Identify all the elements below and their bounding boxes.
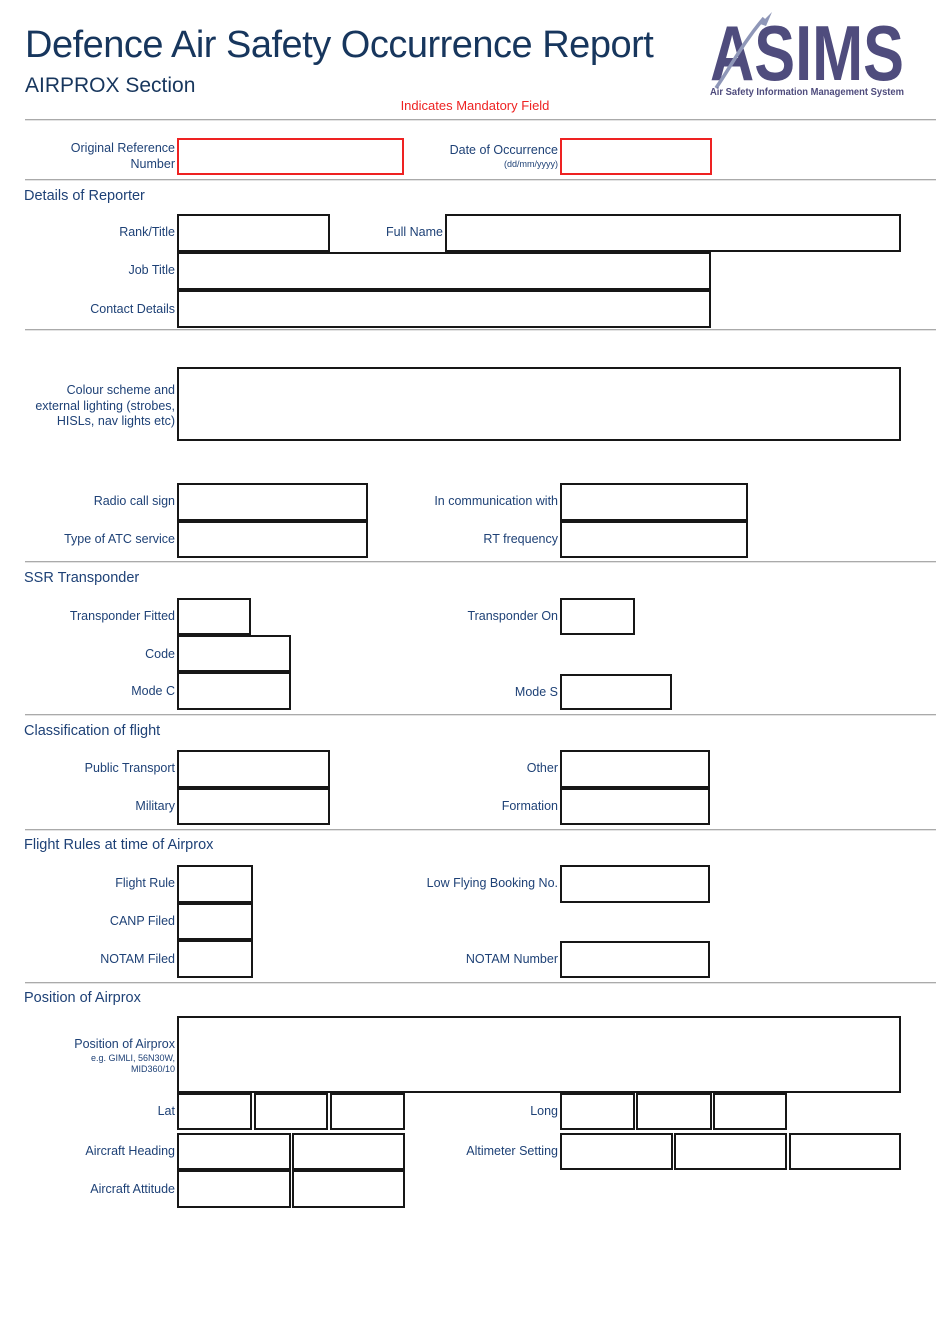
full-name-input[interactable] (445, 214, 901, 252)
long-input-2[interactable] (636, 1093, 712, 1130)
aircraft-attitude-input-1[interactable] (177, 1170, 291, 1208)
asims-logo: ASIMS Air Safety Information Management … (708, 9, 906, 100)
mode-c-label: Mode C (131, 684, 175, 698)
section-classification-of-flight: Classification of flight (24, 723, 161, 739)
altimeter-setting-input-3[interactable] (789, 1133, 901, 1170)
type-of-atc-service-input[interactable] (177, 521, 368, 558)
date-of-occurrence-label: Date of Occurrence (449, 143, 558, 157)
low-flying-booking-no-input[interactable] (560, 865, 710, 903)
section-divider (25, 714, 936, 716)
radio-call-sign-label: Radio call sign (93, 494, 175, 508)
rt-frequency-label: RT frequency (483, 532, 558, 546)
low-flying-booking-no-label: Low Flying Booking No. (426, 876, 558, 890)
in-communication-with-input[interactable] (560, 483, 748, 521)
section-divider (25, 329, 936, 331)
page-subtitle: AIRPROX Section (25, 74, 196, 97)
aircraft-attitude-label: Aircraft Attitude (90, 1182, 175, 1196)
section-divider (25, 561, 936, 563)
aircraft-attitude-input-2[interactable] (292, 1170, 405, 1208)
section-position-of-airprox: Position of Airprox (24, 990, 141, 1006)
job-title-label: Job Title (128, 263, 175, 277)
public-transport-label: Public Transport (84, 761, 175, 775)
aircraft-heading-input-1[interactable] (177, 1133, 291, 1170)
notam-filed-label: NOTAM Filed (100, 952, 175, 966)
section-divider (25, 829, 936, 831)
lat-input-2[interactable] (254, 1093, 328, 1130)
contact-details-input[interactable] (177, 290, 711, 328)
section-divider (25, 982, 936, 984)
colour-scheme-textarea[interactable] (177, 367, 901, 441)
contact-details-label: Contact Details (90, 302, 175, 316)
section-divider (25, 119, 936, 121)
notam-filed-input[interactable] (177, 940, 253, 978)
aircraft-swoosh-arrowhead-icon (760, 12, 772, 26)
radio-call-sign-input[interactable] (177, 483, 368, 521)
aircraft-heading-label: Aircraft Heading (85, 1144, 175, 1158)
code-input[interactable] (177, 635, 291, 672)
flight-rule-label: Flight Rule (115, 876, 175, 890)
altimeter-setting-input-2[interactable] (674, 1133, 787, 1170)
canp-filed-label: CANP Filed (109, 914, 175, 928)
mode-s-input[interactable] (560, 674, 672, 710)
section-ssr-transponder: SSR Transponder (24, 570, 140, 586)
original-reference-label: Original Reference Number (70, 141, 175, 171)
section-divider (25, 179, 936, 181)
asims-logo-text: ASIMS (710, 12, 904, 97)
type-of-atc-service-label: Type of ATC service (64, 532, 175, 546)
mandatory-field-note: Indicates Mandatory Field (400, 98, 550, 113)
transponder-fitted-label: Transponder Fitted (69, 609, 175, 623)
mode-c-input[interactable] (177, 672, 291, 710)
rank-title-input[interactable] (177, 214, 330, 252)
original-reference-input[interactable] (177, 138, 404, 175)
date-of-occurrence-input[interactable] (560, 138, 712, 175)
position-of-airprox-label: Position of Airprox (74, 1037, 175, 1051)
transponder-on-label: Transponder On (467, 609, 558, 623)
canp-filed-input[interactable] (177, 903, 253, 940)
transponder-on-input[interactable] (560, 598, 635, 635)
long-input-3[interactable] (713, 1093, 787, 1130)
military-label: Military (135, 799, 175, 813)
in-communication-with-label: In communication with (434, 494, 558, 508)
notam-number-input[interactable] (560, 941, 710, 978)
altimeter-setting-input-1[interactable] (560, 1133, 673, 1170)
other-label: Other (526, 761, 558, 775)
asims-logo-graphic: ASIMS Air Safety Information Management … (710, 9, 904, 98)
position-of-airprox-hint: e.g. GIMLI, 56N30W, MID360/10 (90, 1053, 175, 1074)
job-title-input[interactable] (177, 252, 711, 290)
section-details-of-reporter: Details of Reporter (24, 188, 145, 204)
rank-title-label: Rank/Title (119, 225, 175, 239)
flight-rule-input[interactable] (177, 865, 253, 903)
colour-scheme-label: Colour scheme and external lighting (str… (35, 383, 175, 428)
rt-frequency-input[interactable] (560, 521, 748, 558)
military-input[interactable] (177, 788, 330, 825)
page-title: Defence Air Safety Occurrence Report (25, 24, 654, 66)
notam-number-label: NOTAM Number (465, 952, 558, 966)
long-input-1[interactable] (560, 1093, 635, 1130)
full-name-label: Full Name (386, 225, 443, 239)
lat-label: Lat (157, 1104, 175, 1118)
position-of-airprox-textarea[interactable] (177, 1016, 901, 1093)
altimeter-setting-label: Altimeter Setting (466, 1144, 558, 1158)
asims-logo-tagline: Air Safety Information Management System (710, 87, 904, 98)
long-label: Long (530, 1104, 558, 1118)
lat-input-1[interactable] (177, 1093, 252, 1130)
lat-input-3[interactable] (330, 1093, 405, 1130)
date-of-occurrence-hint: (dd/mm/yyyy) (504, 159, 558, 169)
aircraft-swoosh-icon (714, 16, 766, 90)
formation-label: Formation (501, 799, 558, 813)
transponder-fitted-input[interactable] (177, 598, 251, 635)
other-input[interactable] (560, 750, 710, 788)
code-label: Code (145, 647, 175, 661)
section-flight-rules: Flight Rules at time of Airprox (24, 837, 214, 853)
formation-input[interactable] (560, 788, 710, 825)
mode-s-label: Mode S (514, 685, 558, 699)
public-transport-input[interactable] (177, 750, 330, 788)
aircraft-heading-input-2[interactable] (292, 1133, 405, 1170)
